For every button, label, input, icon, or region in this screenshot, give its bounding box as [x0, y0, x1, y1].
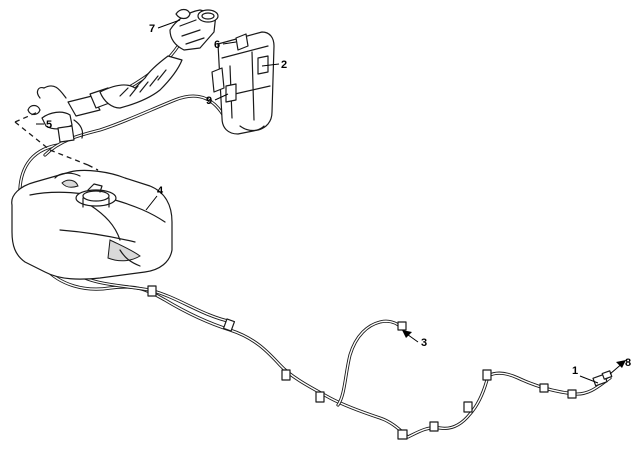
callout-label: 4 — [157, 185, 164, 197]
callout-5: 5 — [36, 119, 52, 131]
callout-9: 9 — [206, 93, 229, 107]
filler-neck — [99, 8, 219, 109]
line-clip — [315, 391, 325, 403]
evap-canister — [211, 31, 275, 135]
vent-line-to-3 — [336, 319, 404, 407]
callout-label: 8 — [625, 357, 631, 369]
line-clip — [482, 369, 492, 381]
callout-label: 5 — [46, 119, 52, 131]
callout-1: 1 — [572, 365, 599, 384]
callout-7: 7 — [149, 19, 181, 35]
line-clip — [397, 429, 408, 440]
callout-2: 2 — [261, 59, 287, 71]
line-clip — [429, 421, 439, 432]
line-clip — [222, 318, 236, 332]
line-clip — [567, 389, 577, 399]
line-clip — [281, 369, 291, 381]
callout-label: 3 — [421, 337, 427, 349]
line-clips — [35, 248, 577, 440]
callout-label: 6 — [214, 39, 220, 51]
callout-4: 4 — [145, 185, 164, 211]
callout-label: 7 — [149, 23, 155, 35]
callout-8: 8 — [609, 357, 631, 375]
callout-label: 1 — [572, 365, 578, 377]
connector-assembly — [27, 85, 113, 143]
dashed-connection — [14, 111, 99, 171]
callout-6: 6 — [214, 39, 237, 51]
fuel-tank — [11, 169, 173, 280]
callout-3: 3 — [402, 330, 427, 349]
line-clip — [539, 383, 549, 393]
callout-label: 9 — [206, 95, 212, 107]
line-clip — [397, 321, 407, 331]
arrow-icon — [402, 330, 412, 338]
arrow-icon — [616, 360, 626, 368]
line-clip — [463, 401, 473, 413]
callout-label: 2 — [281, 59, 287, 71]
line-clip — [147, 285, 157, 297]
